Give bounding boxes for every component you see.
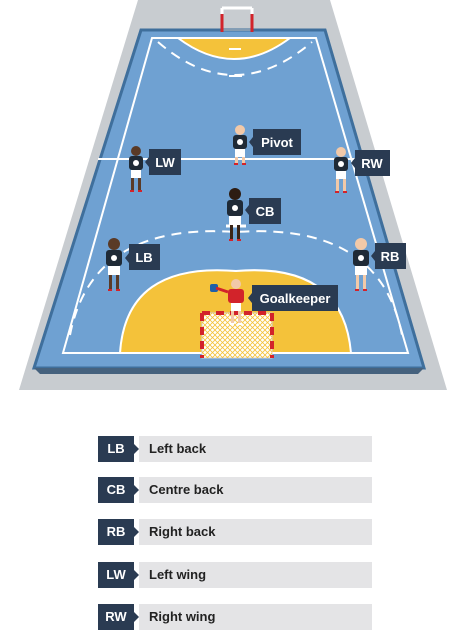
- label-rw-text: RW: [361, 156, 383, 171]
- label-cb: CB: [245, 198, 281, 224]
- court-front-edge: [34, 368, 424, 374]
- label-goalkeeper-text: Goalkeeper: [260, 291, 331, 306]
- legend-text: Right wing: [139, 604, 372, 630]
- legend-abbr: RB: [98, 519, 134, 545]
- legend-text: Left wing: [139, 562, 372, 588]
- legend-abbr: LW: [98, 562, 134, 588]
- player-goalkeeper: [210, 279, 244, 325]
- legend-item-rw: RW Right wing: [98, 604, 372, 630]
- legend-abbr: RW: [98, 604, 134, 630]
- legend-item-cb: CB Centre back: [98, 477, 372, 503]
- player-cb: [227, 188, 243, 241]
- label-rb: RB: [371, 243, 406, 269]
- legend-text: Right back: [139, 519, 372, 545]
- label-cb-text: CB: [256, 204, 275, 219]
- legend-item-lw: LW Left wing: [98, 562, 372, 588]
- legend-item-rb: RB Right back: [98, 519, 372, 545]
- label-lb: LB: [125, 244, 160, 270]
- legend-arrow: [134, 444, 139, 454]
- player-lb: [106, 238, 122, 291]
- label-lw-text: LW: [155, 155, 175, 170]
- legend-abbr: LB: [98, 436, 134, 462]
- legend-item-lb: LB Left back: [98, 436, 372, 462]
- label-lb-text: LB: [135, 250, 152, 265]
- near-goal: [200, 311, 274, 359]
- legend-text: Centre back: [139, 477, 372, 503]
- legend-abbr: CB: [98, 477, 134, 503]
- label-rb-text: RB: [381, 249, 400, 264]
- legend-text: Left back: [139, 436, 372, 462]
- label-pivot-text: Pivot: [261, 135, 293, 150]
- player-pivot: [233, 125, 247, 165]
- player-rb: [353, 238, 369, 291]
- label-lw: LW: [145, 149, 181, 175]
- legend-arrow: [134, 527, 139, 537]
- player-lw: [129, 146, 143, 192]
- legend-arrow: [134, 485, 139, 495]
- label-pivot: Pivot: [249, 129, 301, 155]
- player-rw: [334, 147, 348, 193]
- legend-arrow: [134, 570, 139, 580]
- handball-court-diagram: Pivot LW RW CB LB RB Goalkeeper: [19, 0, 447, 390]
- label-rw: RW: [351, 150, 390, 176]
- legend-arrow: [134, 612, 139, 622]
- label-goalkeeper: Goalkeeper: [248, 285, 338, 311]
- far-goal: [220, 6, 254, 32]
